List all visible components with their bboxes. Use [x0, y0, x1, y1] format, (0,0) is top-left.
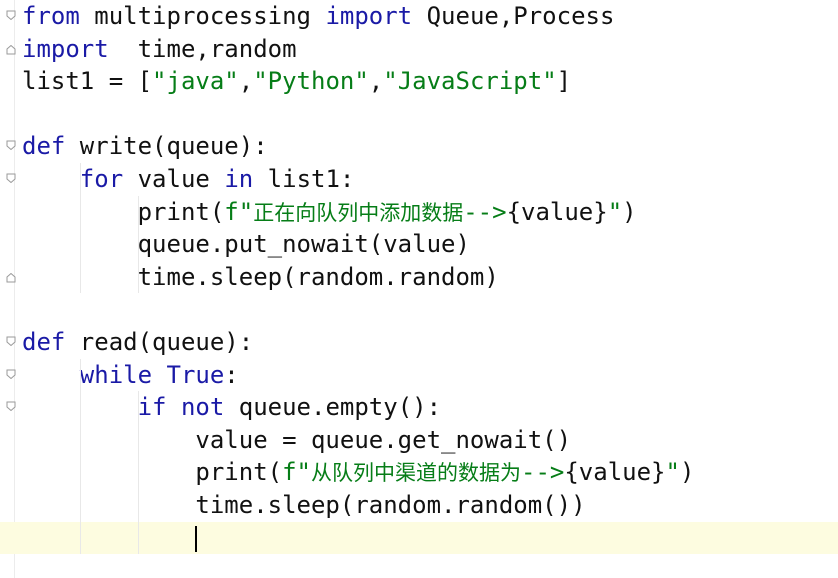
code-line-text: value = queue.get_nowait(): [22, 424, 571, 457]
code-line-text: time.sleep(random.random): [22, 261, 499, 294]
code-token: [152, 361, 166, 389]
code-line[interactable]: print(f"正在向队列中添加数据-->{value}"): [0, 196, 838, 229]
code-line[interactable]: time.sleep(random.random): [0, 261, 838, 294]
code-token: ]: [556, 67, 572, 96]
code-line[interactable]: def write(queue):: [0, 130, 838, 163]
code-token: for: [79, 164, 124, 193]
code-token: time,random: [108, 34, 297, 63]
code-line[interactable]: for value in list1:: [0, 163, 838, 196]
code-token: [22, 165, 80, 193]
code-token: ": [607, 197, 623, 226]
code-token: ,: [368, 67, 384, 96]
indent-guide: [138, 195, 139, 294]
code-token: f": [282, 458, 311, 487]
code-token: value: [123, 164, 225, 193]
code-line[interactable]: [0, 98, 838, 131]
code-token: True: [166, 360, 225, 389]
code-token: ): [622, 197, 637, 226]
code-line-text: def read(queue):: [22, 326, 253, 359]
code-token: ): [679, 458, 695, 487]
code-line-text: time.sleep(random.random()): [22, 489, 586, 522]
code-token: import: [22, 34, 109, 63]
code-token: 从队列中渠道的数据为: [311, 461, 521, 486]
code-token: not: [180, 393, 225, 422]
code-token: list1 = [: [22, 67, 153, 96]
code-line[interactable]: def read(queue):: [0, 326, 838, 359]
code-token: "Python": [253, 67, 369, 96]
code-token: import: [325, 2, 413, 30]
code-token: queue.empty():: [224, 393, 442, 422]
code-token: print(: [22, 458, 283, 487]
code-token: [167, 393, 181, 421]
code-token: def: [22, 132, 66, 161]
fold-collapse-icon[interactable]: [6, 336, 16, 346]
code-line-text: import time,random: [22, 33, 297, 66]
code-token: list1:: [253, 164, 355, 193]
code-token: [22, 361, 80, 389]
code-token: :: [224, 360, 239, 389]
code-token: time.sleep(random.random): [22, 262, 499, 291]
gutter-divider: [14, 0, 15, 578]
code-token: ,: [238, 67, 254, 96]
code-line[interactable]: if not queue.empty():: [0, 391, 838, 424]
code-token: read(queue):: [65, 327, 254, 356]
fold-collapse-icon[interactable]: [6, 140, 16, 151]
indent-guide: [80, 163, 81, 294]
code-line-text: if not queue.empty():: [22, 391, 441, 424]
fold-collapse-icon[interactable]: [6, 173, 16, 183]
fold-end-icon[interactable]: [6, 44, 16, 55]
code-line[interactable]: [0, 554, 838, 578]
code-line[interactable]: [0, 521, 838, 555]
code-token: -->: [521, 458, 565, 487]
code-token: -->: [463, 197, 507, 226]
fold-collapse-icon[interactable]: [6, 401, 16, 412]
code-line[interactable]: while True:: [0, 359, 838, 392]
code-token: "JavaScript": [383, 67, 557, 96]
code-token: value = queue.get_nowait(): [22, 425, 572, 454]
code-line[interactable]: [0, 293, 838, 326]
code-token: ": [665, 458, 680, 487]
indent-guide: [80, 358, 81, 555]
fold-collapse-icon[interactable]: [6, 10, 16, 20]
code-line[interactable]: print(f"从队列中渠道的数据为-->{value}"): [0, 456, 838, 489]
code-token: "java": [152, 67, 239, 96]
code-token: Queue,Process: [412, 2, 615, 30]
fold-collapse-icon[interactable]: [6, 369, 16, 379]
code-token: in: [224, 164, 254, 193]
code-line[interactable]: import time,random: [0, 33, 838, 66]
code-line[interactable]: list1 = ["java","Python","JavaScript"]: [0, 65, 838, 98]
code-token: while: [79, 360, 153, 389]
code-line[interactable]: value = queue.get_nowait(): [0, 424, 838, 457]
code-line-text: print(f"正在向队列中添加数据-->{value}"): [22, 196, 637, 230]
code-token: def: [22, 327, 66, 356]
code-token: multiprocessing: [79, 2, 326, 30]
code-token: f": [224, 197, 254, 226]
fold-end-icon[interactable]: [6, 272, 16, 283]
code-token: print(: [22, 197, 225, 226]
indent-guide: [138, 391, 139, 555]
code-token: from: [22, 2, 80, 30]
code-token: queue.put_nowait(value): [22, 230, 470, 259]
code-line-text: queue.put_nowait(value): [22, 228, 470, 261]
code-line-text: list1 = ["java","Python","JavaScript"]: [22, 65, 571, 98]
code-token: write(queue):: [65, 132, 268, 161]
code-token: time.sleep(random.random()): [22, 490, 586, 519]
code-line-text: from multiprocessing import Queue,Proces…: [22, 0, 614, 33]
code-line-text: print(f"从队列中渠道的数据为-->{value}"): [22, 456, 694, 490]
code-line-text: while True:: [22, 359, 239, 392]
code-line[interactable]: queue.put_nowait(value): [0, 228, 838, 261]
text-caret: [195, 525, 197, 552]
code-token: {value}: [564, 458, 666, 487]
code-token: 正在向队列中添加数据: [253, 200, 464, 225]
code-line-text: for value in list1:: [22, 163, 355, 196]
code-line[interactable]: from multiprocessing import Queue,Proces…: [0, 0, 838, 33]
code-token: {value}: [506, 197, 608, 226]
code-line[interactable]: time.sleep(random.random()): [0, 489, 838, 522]
code-token: if: [137, 393, 167, 422]
code-line-text: def write(queue):: [22, 130, 268, 163]
